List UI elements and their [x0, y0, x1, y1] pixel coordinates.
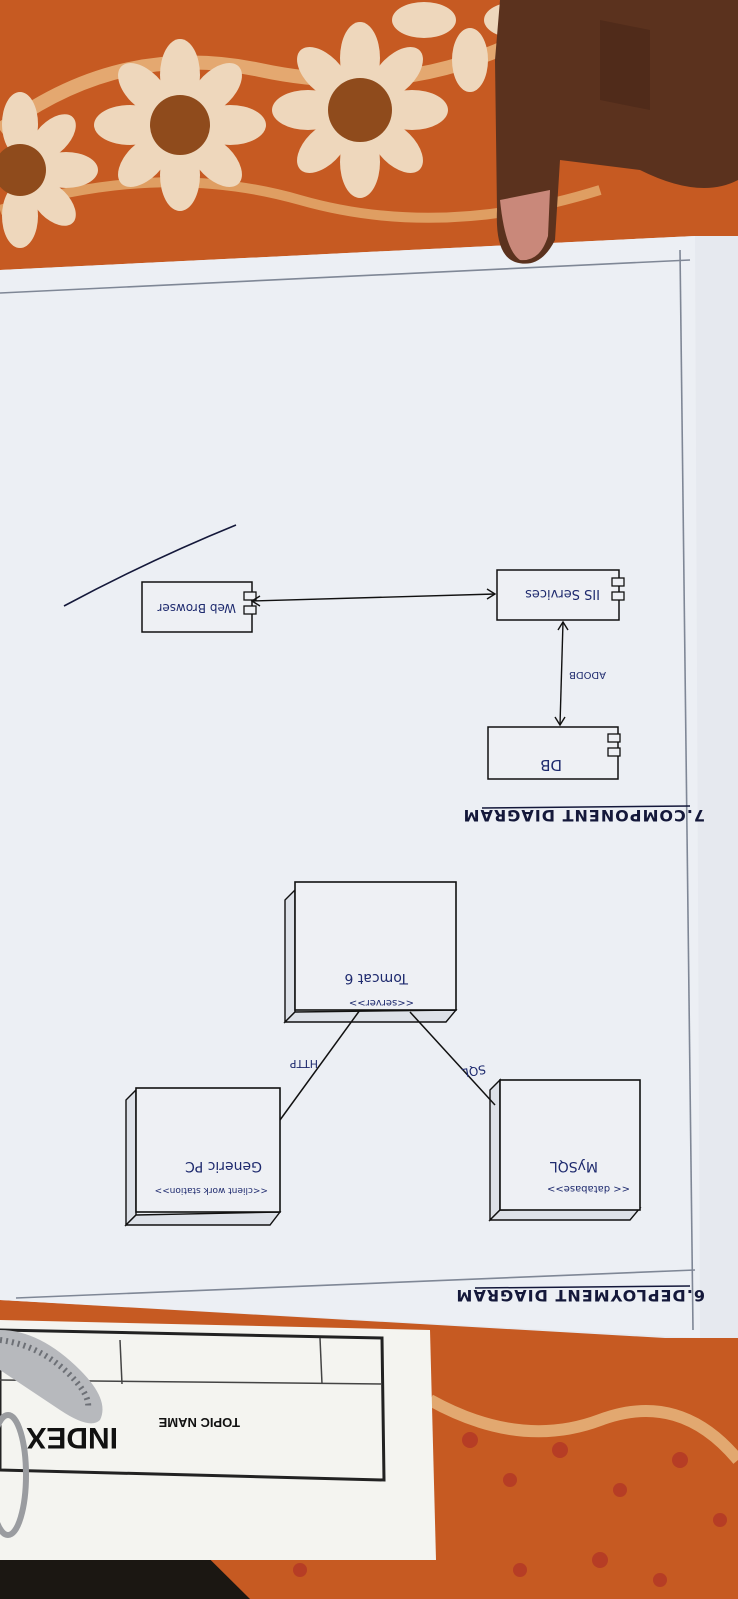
- client-node-stereotype: <<client work station>>: [155, 1185, 268, 1195]
- component-icon: [607, 733, 621, 743]
- connector-http-label: HTTP: [289, 1057, 318, 1070]
- component-icon: [611, 577, 625, 587]
- connector-adodb-label: ADODB: [569, 669, 606, 680]
- database-node-name: MySQL: [550, 1158, 598, 1174]
- component-iis-services: IIS Services: [496, 569, 625, 621]
- metal-clip: [0, 1330, 103, 1538]
- fabric-flower: [0, 92, 98, 248]
- component-db: DB: [487, 726, 621, 780]
- connector-sql: [409, 1011, 496, 1106]
- server-node-stereotype: <<server>>: [349, 997, 414, 1008]
- deployment-diagram: 6.DEPLOYMENT DIAGRAM <<client work stati…: [124, 881, 706, 1305]
- paper-margin-line: [679, 249, 694, 1331]
- connector-browser-iis: [251, 593, 496, 602]
- component-db-label: DB: [540, 756, 562, 774]
- component-diagram: 7.COMPONENT DIAGRAM DB IIS Services Web …: [63, 524, 705, 825]
- node-client-workstation: <<client work station>> Generic PC: [124, 1087, 282, 1227]
- component-iis-label: IIS Services: [525, 586, 600, 601]
- node-database: << database>> MySQL: [488, 1078, 642, 1222]
- finger: [495, 0, 738, 264]
- connector-http: [279, 1009, 361, 1121]
- component-heading: 7.COMPONENT DIAGRAM: [463, 806, 705, 825]
- index-sheet: TOPIC NAME INDEX: [0, 1320, 436, 1560]
- component-browser-label: Web Browser: [157, 601, 236, 615]
- pen-stroke: [63, 524, 237, 607]
- connector-sql-label: SQL: [461, 1062, 487, 1080]
- server-node-name: Tomcat 6: [344, 970, 409, 986]
- node-server: <<server>> Tomcat 6: [283, 881, 458, 1024]
- database-node-stereotype: << database>>: [547, 1183, 630, 1194]
- fabric-flower: [94, 39, 266, 211]
- component-icon: [243, 591, 257, 601]
- connector-iis-db: [559, 621, 564, 726]
- index-column-header: TOPIC NAME: [158, 1415, 240, 1430]
- deployment-heading: 6.DEPLOYMENT DIAGRAM: [456, 1286, 706, 1305]
- paper-margin-line: [15, 1269, 696, 1299]
- fabric-flower: [272, 22, 448, 198]
- paper-margin-line: [0, 259, 691, 294]
- index-title: INDEX: [26, 1421, 118, 1454]
- paper-sheet: [0, 236, 738, 1338]
- component-web-browser: Web Browser: [141, 581, 257, 633]
- client-node-name: Generic PC: [185, 1158, 262, 1174]
